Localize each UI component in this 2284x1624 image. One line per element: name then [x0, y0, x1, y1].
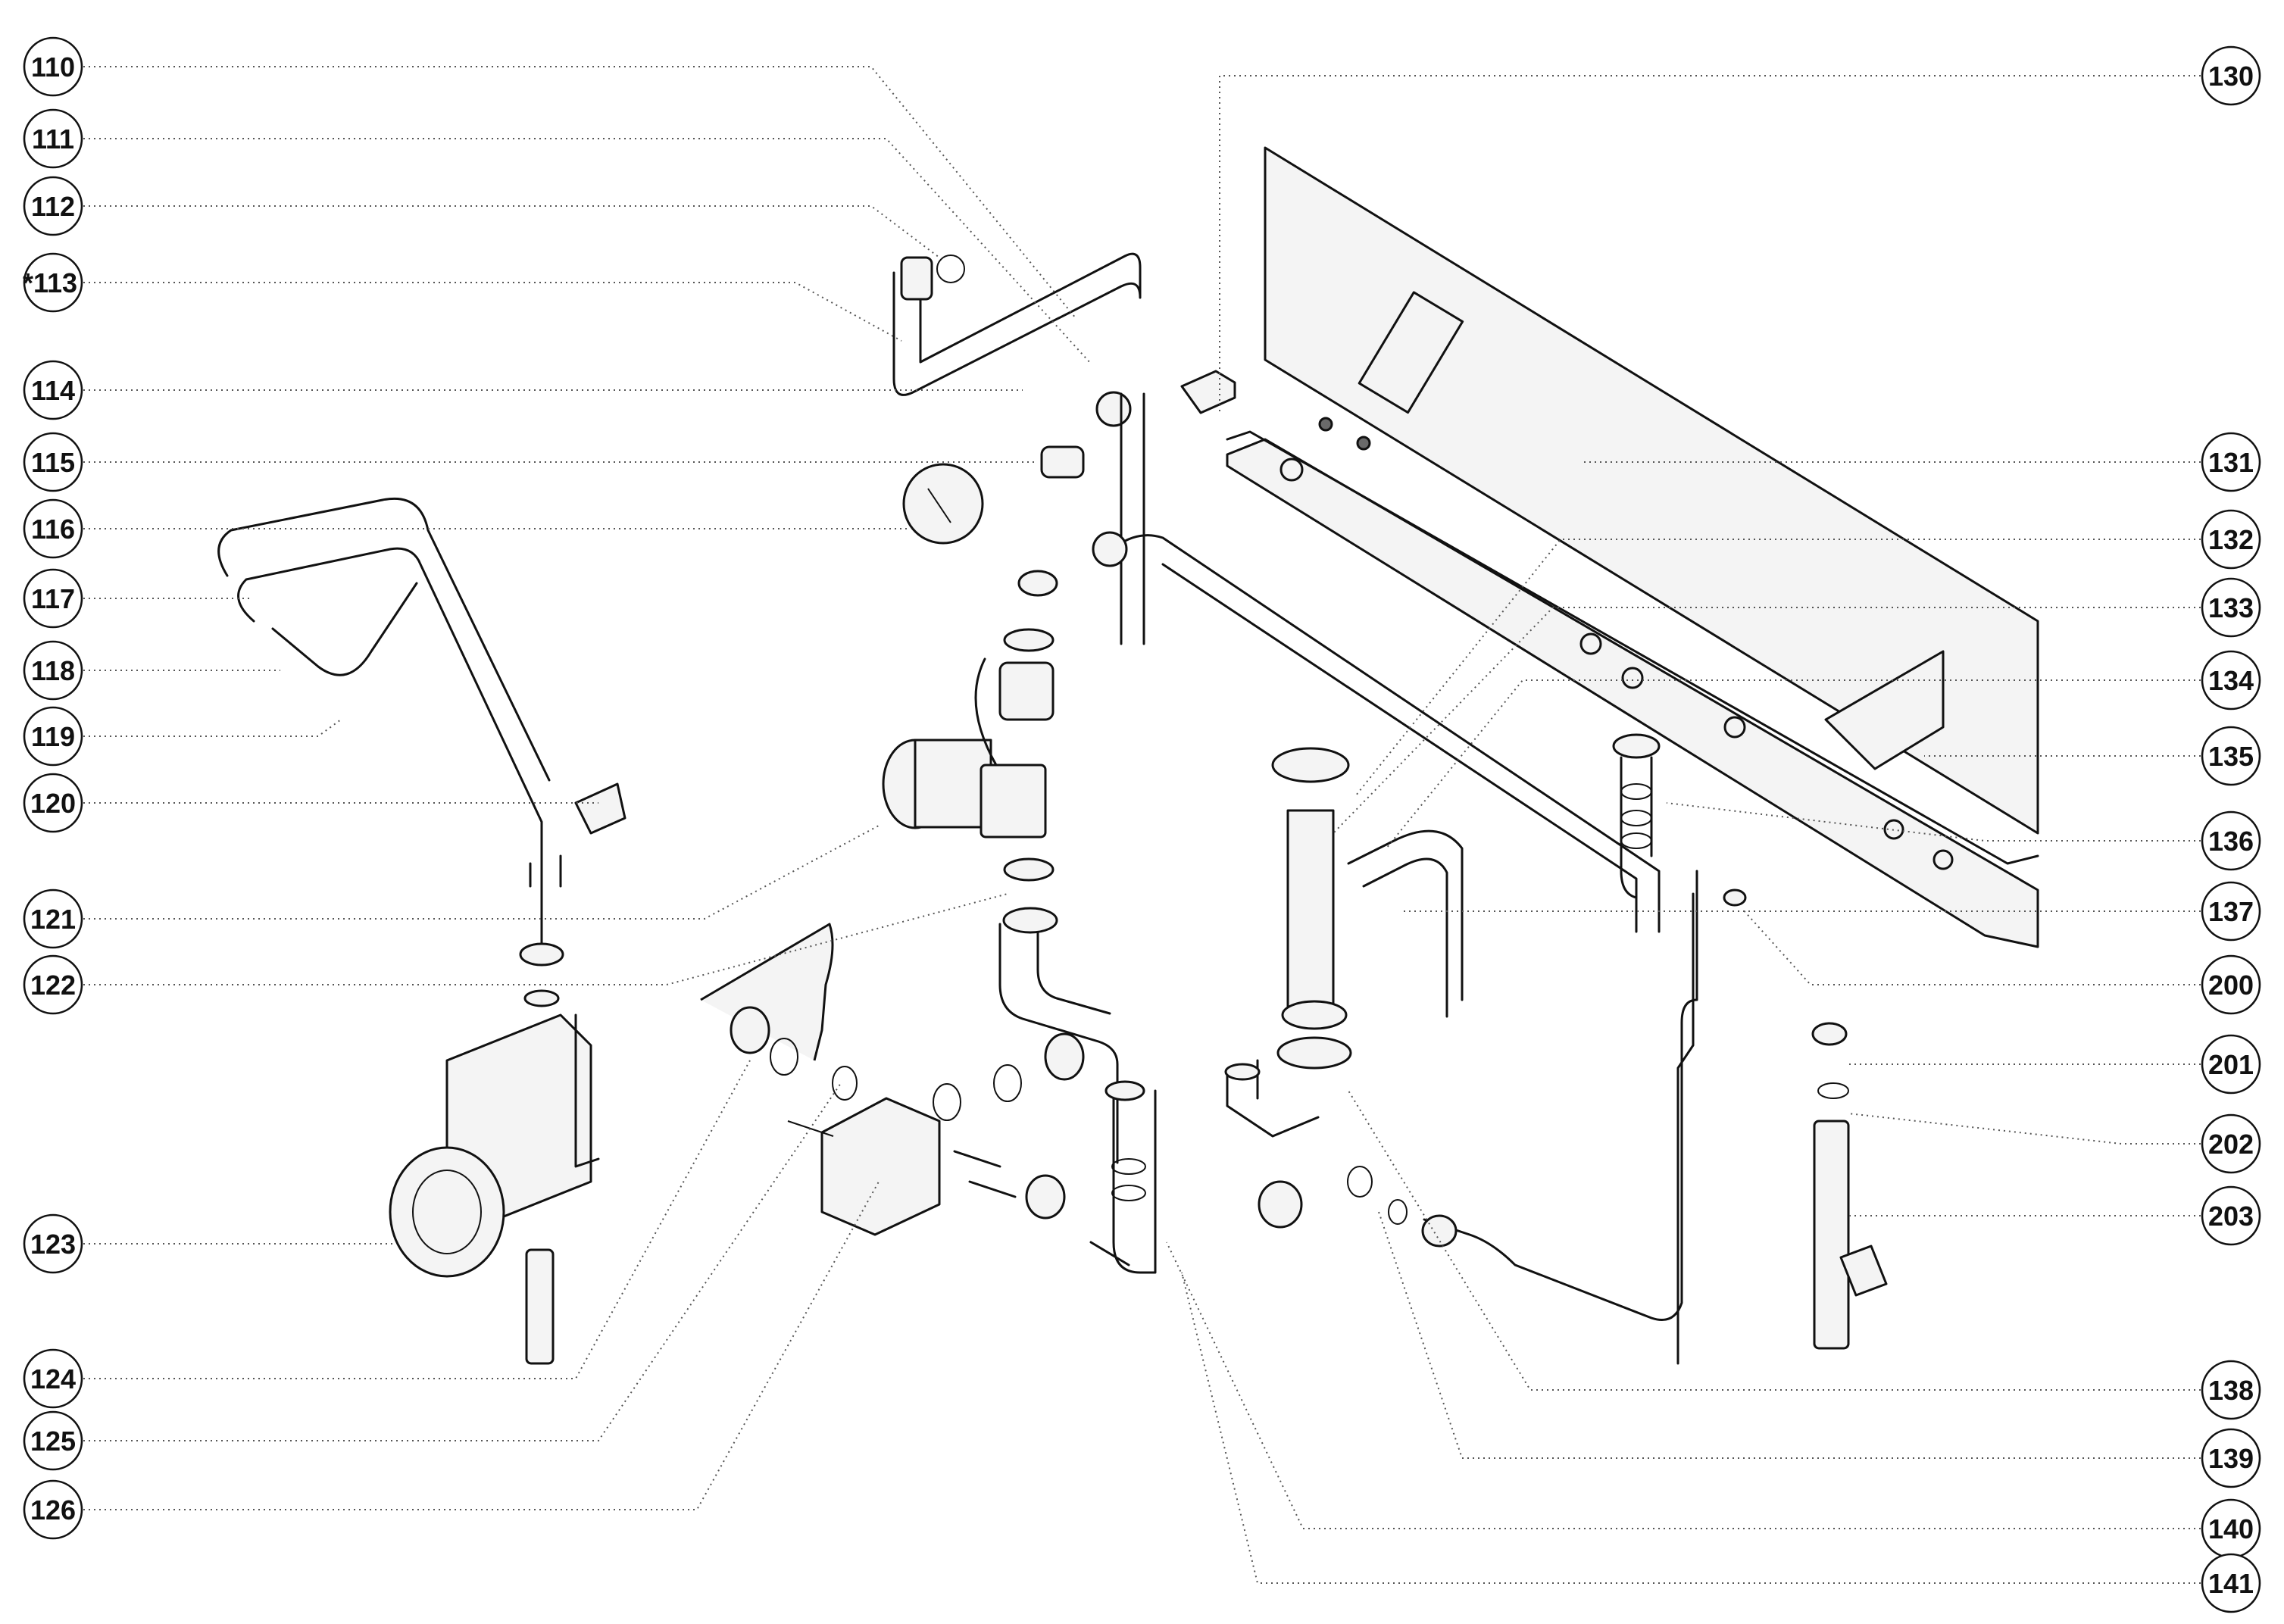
svg-text:121: 121	[30, 904, 76, 935]
svg-text:133: 133	[2208, 592, 2254, 623]
callout-112: 112	[23, 176, 83, 236]
svg-text:110: 110	[31, 52, 75, 83]
svg-text:116: 116	[31, 514, 75, 545]
pipe-113	[892, 252, 1142, 396]
svg-text:140: 140	[2208, 1513, 2254, 1544]
svg-text:115: 115	[31, 447, 75, 478]
callout-203: 203	[2201, 1185, 2261, 1246]
svg-text:*113: *113	[23, 267, 77, 298]
svg-text:131: 131	[2208, 447, 2254, 478]
svg-text:126: 126	[30, 1494, 76, 1526]
callout-110: 110	[23, 36, 83, 97]
callout-120: 120	[23, 773, 83, 833]
circulation-pump	[882, 628, 1055, 882]
svg-text:203: 203	[2208, 1201, 2254, 1232]
callout-139: 139	[2201, 1428, 2261, 1488]
svg-text:125: 125	[30, 1426, 76, 1457]
callout-131: 131	[2201, 432, 2261, 492]
callout-114: 114	[23, 360, 83, 420]
callout-123: 123	[23, 1213, 83, 1274]
svg-text:137: 137	[2208, 896, 2254, 927]
svg-text:111: 111	[32, 123, 74, 155]
diverter-valve	[787, 1097, 941, 1236]
svg-text:135: 135	[2208, 741, 2254, 772]
callout-140: 140	[2201, 1498, 2261, 1559]
callout-202: 202	[2201, 1113, 2261, 1174]
svg-text:201: 201	[2208, 1049, 2254, 1080]
pressure-gauge	[900, 255, 1132, 545]
svg-text:139: 139	[2208, 1443, 2254, 1474]
svg-text:118: 118	[31, 655, 75, 686]
callout-132: 132	[2201, 509, 2261, 570]
parts-drawing	[217, 146, 2039, 1365]
callouts-right: 130 131 132 133 134 135 136 137 200 201 …	[2201, 45, 2261, 1613]
svg-text:202: 202	[2208, 1129, 2254, 1160]
callout-119: 119	[23, 706, 83, 767]
tee-pipe	[1116, 392, 1661, 933]
callout-121: 121	[23, 889, 83, 949]
callout-138: 138	[2201, 1360, 2261, 1420]
svg-text:122: 122	[30, 970, 76, 1001]
callout-111: 111	[23, 108, 83, 169]
svg-text:136: 136	[2208, 826, 2254, 857]
callout-141: 141	[2201, 1553, 2261, 1613]
svg-text:138: 138	[2208, 1375, 2254, 1406]
siphon-trap	[1271, 747, 1464, 1070]
callout-134: 134	[2201, 650, 2261, 710]
callout-130: 130	[2201, 45, 2261, 106]
svg-text:114: 114	[31, 375, 75, 406]
back-frame-panel	[1180, 146, 2039, 948]
svg-text:112: 112	[31, 191, 75, 222]
gas-valve	[389, 942, 600, 1365]
callout-136: 136	[2201, 810, 2261, 871]
callout-113: *113	[23, 252, 83, 313]
svg-text:141: 141	[2208, 1568, 2254, 1599]
callout-137: 137	[2201, 881, 2261, 942]
callout-201: 201	[2201, 1034, 2261, 1095]
svg-text:132: 132	[2208, 524, 2254, 555]
callout-125: 125	[23, 1410, 83, 1471]
svg-text:119: 119	[31, 721, 75, 752]
svg-text:200: 200	[2208, 970, 2254, 1001]
svg-text:120: 120	[30, 788, 76, 819]
svg-text:117: 117	[31, 583, 75, 614]
callout-115: 115	[23, 432, 83, 492]
callout-126: 126	[23, 1479, 83, 1540]
callout-133: 133	[2201, 577, 2261, 638]
svg-text:134: 134	[2208, 665, 2254, 696]
callout-122: 122	[23, 954, 83, 1015]
callout-116: 116	[23, 498, 83, 559]
callout-117: 117	[23, 568, 83, 629]
callouts-left: 110 111 112 *113 114 115 116 117 118 119…	[23, 36, 83, 1540]
callout-200: 200	[2201, 954, 2261, 1015]
hook-pipe	[217, 497, 551, 960]
callout-135: 135	[2201, 726, 2261, 786]
callout-124: 124	[23, 1348, 83, 1409]
callout-118: 118	[23, 640, 83, 701]
svg-text:124: 124	[30, 1363, 76, 1394]
leader-lines	[83, 66, 2201, 1584]
svg-text:130: 130	[2208, 61, 2254, 92]
svg-text:123: 123	[30, 1229, 76, 1260]
